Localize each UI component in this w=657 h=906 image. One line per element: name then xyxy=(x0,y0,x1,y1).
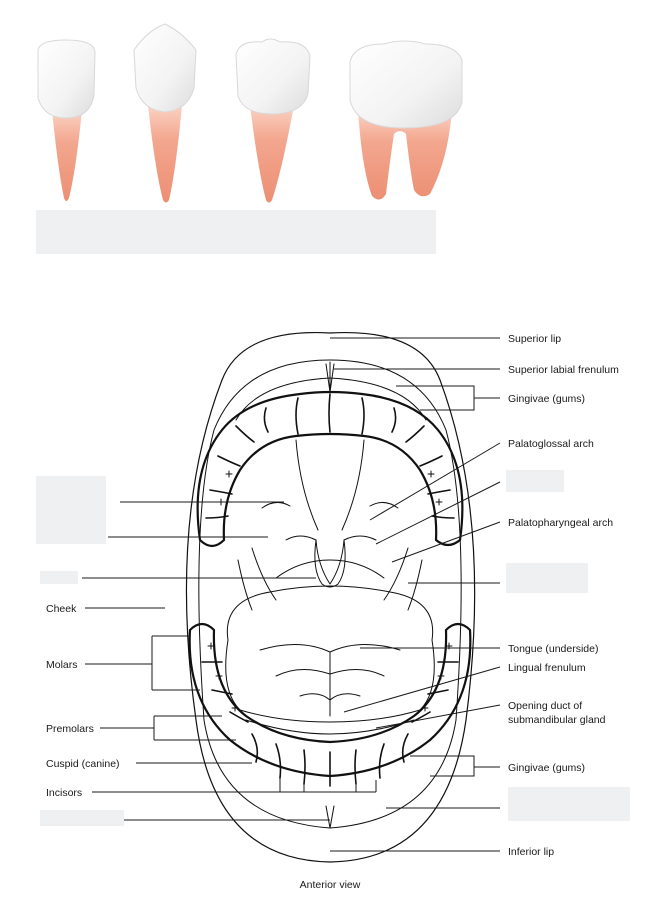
lower-teeth-arch xyxy=(188,622,472,829)
leader-lines xyxy=(82,337,501,852)
label-inferior-lip: Inferior lip xyxy=(508,846,554,858)
label-duct-line1: Opening duct of xyxy=(508,700,582,712)
label-tongue-underside: Tongue (underside) xyxy=(508,643,598,655)
label-superior-lip: Superior lip xyxy=(508,333,561,345)
label-palatopharyngeal-arch: Palatopharyngeal arch xyxy=(508,517,613,529)
palate-and-uvula xyxy=(237,439,423,611)
blank-label-box-6 xyxy=(40,810,124,826)
label-lingual-frenulum: Lingual frenulum xyxy=(508,662,586,674)
label-incisors: Incisors xyxy=(46,787,82,799)
label-gingivae-upper: Gingivae (gums) xyxy=(508,393,585,405)
blank-label-box-2 xyxy=(40,571,78,584)
blank-label-box-teeth xyxy=(36,210,436,254)
label-superior-labial-frenulum: Superior labial frenulum xyxy=(508,364,619,376)
label-gingivae-lower: Gingivae (gums) xyxy=(508,762,585,774)
blank-label-box-1 xyxy=(36,476,106,544)
label-premolars: Premolars xyxy=(46,723,94,735)
upper-teeth-arch xyxy=(196,390,464,548)
molar-tooth xyxy=(349,40,463,200)
blank-label-box-5 xyxy=(508,787,630,821)
label-duct-line2: submandibular gland xyxy=(508,714,606,726)
tongue xyxy=(225,585,435,723)
premolar-tooth xyxy=(235,38,311,203)
blank-label-box-3 xyxy=(506,470,564,492)
label-molars: Molars xyxy=(46,659,78,671)
label-cheek: Cheek xyxy=(46,603,77,615)
blank-label-box-4 xyxy=(506,563,588,593)
label-palatoglossal-arch: Palatoglossal arch xyxy=(508,438,594,450)
incisor-tooth xyxy=(37,39,96,201)
label-cuspid: Cuspid (canine) xyxy=(46,758,120,770)
caption-anterior-view: Anterior view xyxy=(300,879,361,891)
canine-tooth xyxy=(133,23,197,203)
